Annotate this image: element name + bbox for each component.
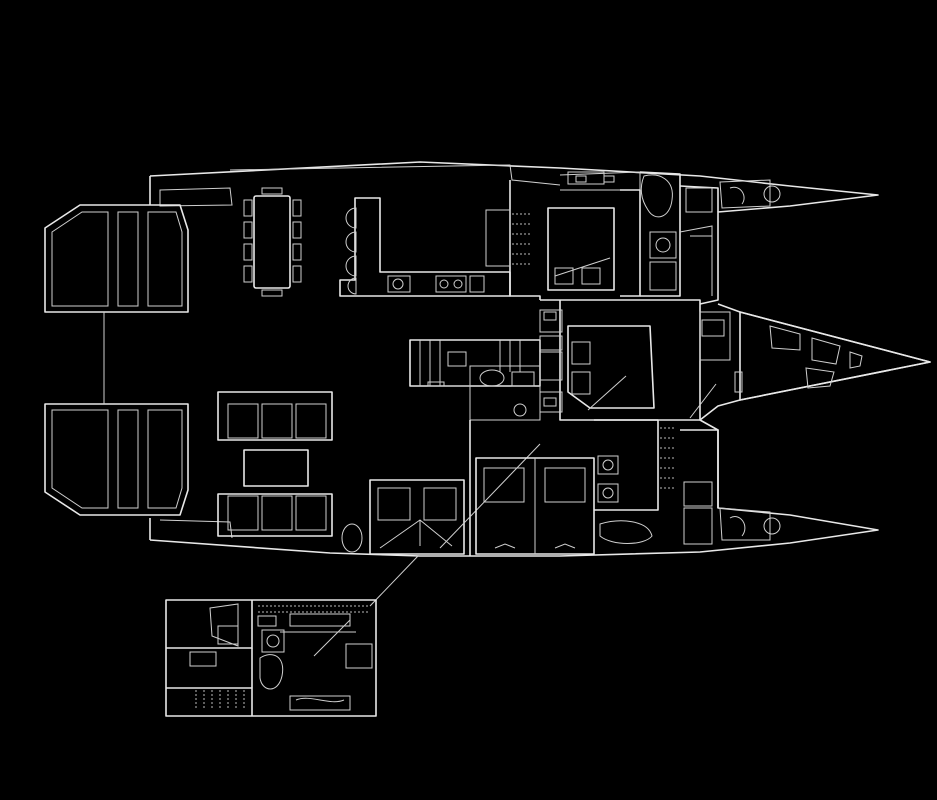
galley-cooktop bbox=[435, 275, 467, 293]
dining-table bbox=[253, 195, 291, 289]
diagonal-walkway bbox=[689, 383, 717, 419]
saloon-ottoman bbox=[341, 523, 363, 553]
starboard-bow-locker bbox=[719, 507, 781, 541]
saloon-sofa-top bbox=[217, 391, 333, 441]
inset-shelf-top bbox=[258, 605, 370, 613]
stern-platforms bbox=[44, 204, 189, 516]
dining-chairs-left bbox=[243, 199, 253, 283]
saloon-coffee-table bbox=[243, 449, 309, 487]
inset-frame bbox=[165, 599, 377, 717]
port-stern-frame bbox=[44, 204, 189, 313]
port-bow-locker bbox=[719, 179, 781, 209]
inset-alternative-layout bbox=[165, 599, 377, 717]
starboard-aft-berth bbox=[369, 479, 465, 555]
deck-hatches bbox=[427, 175, 615, 407]
center-berth bbox=[567, 325, 655, 409]
port-hull-outline bbox=[149, 161, 879, 305]
starboard-stern-frame bbox=[44, 403, 189, 516]
companionway bbox=[409, 339, 541, 421]
starboard-shower bbox=[599, 520, 653, 544]
galley bbox=[339, 197, 511, 297]
galley-sink bbox=[387, 275, 411, 293]
starboard-diagonal bbox=[439, 443, 541, 549]
saloon bbox=[217, 391, 363, 553]
port-desk bbox=[485, 209, 511, 267]
port-shower bbox=[640, 174, 673, 218]
inset-shower bbox=[259, 654, 284, 690]
port-hull-cabins bbox=[485, 171, 781, 300]
starboard-hull-cabins bbox=[369, 419, 781, 556]
center-bow-cabin bbox=[734, 311, 931, 401]
center-head bbox=[469, 365, 541, 421]
galley-bar-stools bbox=[345, 207, 357, 295]
center-nacelle-outline bbox=[699, 303, 931, 421]
saloon-sofa-bottom bbox=[217, 493, 333, 537]
inset-leader-line bbox=[369, 555, 419, 607]
dining-chairs-right bbox=[292, 199, 302, 283]
cockpit-dining-area bbox=[243, 187, 302, 297]
port-toilet-unit bbox=[649, 231, 677, 259]
center-cabin bbox=[539, 299, 931, 421]
port-berth bbox=[547, 207, 615, 291]
